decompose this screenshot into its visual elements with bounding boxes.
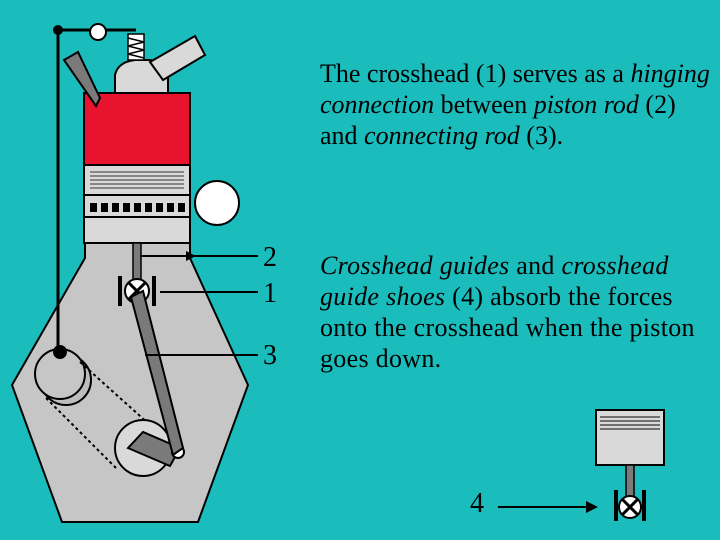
callout-label-1: 1 (263, 278, 277, 309)
text-run: The crosshead (1) serves as a (320, 59, 631, 88)
callout-arrowhead-2 (186, 251, 196, 261)
cylinder-red (83, 92, 191, 166)
text-run: crosshead guide shoes (320, 251, 669, 311)
scavenge-ports (90, 203, 185, 212)
valve-spring-coil (127, 37, 145, 59)
text-run: hinging connection (320, 59, 710, 119)
callout-arrowhead-4 (586, 501, 598, 513)
piston-rings (90, 171, 184, 189)
piston-inset-diagram (595, 409, 665, 521)
scavenge-air-receiver (194, 180, 240, 226)
chain-drive-upper (79, 361, 151, 426)
rocker-roller (89, 23, 107, 41)
callout-label-3: 3 (263, 340, 277, 371)
cam-follower (53, 345, 67, 359)
exhaust-pipe (148, 34, 207, 82)
chain-drive-lower (45, 397, 119, 471)
text-run: piston rod (533, 90, 639, 119)
description-paragraph-1: The crosshead (1) serves as a hinging co… (320, 58, 715, 151)
text-run: connecting rod (364, 121, 520, 150)
fuel-injector (62, 50, 102, 108)
rocker-pivot (53, 25, 63, 35)
description-paragraph-2: Crosshead guides and crosshead guide sho… (320, 250, 715, 374)
text-run: and (509, 251, 562, 280)
inset-piston-head (595, 409, 665, 466)
piston-rod (132, 242, 142, 284)
text-run: Crosshead guides (320, 251, 510, 280)
text-run: (3). (519, 121, 564, 150)
inset-piston-rings (600, 416, 660, 430)
inset-crosshead (618, 495, 642, 519)
callout-label-2: 2 (263, 242, 277, 273)
callout-label-4: 4 (470, 488, 484, 519)
cylinder-lower (83, 216, 191, 244)
text-run: (4) absorb the forces onto the crosshead… (320, 282, 695, 373)
text-run: (2) and (320, 90, 676, 150)
connecting-rod (129, 289, 185, 457)
text-run: between (434, 90, 534, 119)
crankcase-body (10, 239, 250, 523)
